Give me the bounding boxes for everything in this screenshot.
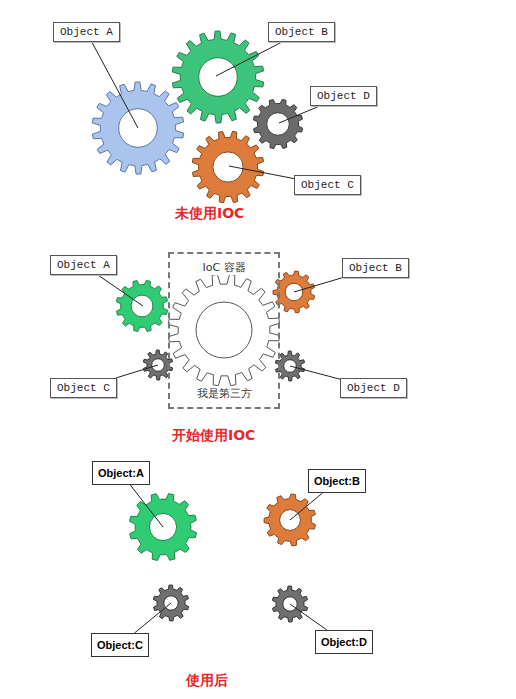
panel-caption: 未使用IOC — [175, 205, 244, 223]
object-name: Object:A — [98, 467, 144, 479]
container-note: 我是第三方 — [195, 386, 254, 401]
object-label: Object B — [342, 258, 409, 278]
object-name: Object C — [301, 179, 354, 191]
object-name: Object:B — [314, 475, 360, 487]
gear-hole — [196, 302, 252, 358]
object-name: Object D — [347, 382, 400, 394]
gear-hole — [213, 152, 243, 182]
leader-line — [279, 106, 320, 123]
object-label: Object:D — [315, 630, 373, 654]
gear — [116, 280, 167, 331]
panel-caption: 使用后 — [186, 672, 228, 690]
object-label: Object B — [268, 22, 335, 42]
object-name: Object B — [275, 26, 328, 38]
leader-line — [130, 485, 163, 527]
object-label: Object C — [294, 175, 361, 195]
container-title: IoC 容器 — [200, 260, 247, 275]
gear — [172, 31, 263, 123]
gear-group — [92, 31, 315, 622]
object-label: Object:A — [92, 461, 150, 485]
object-label: Object D — [340, 378, 407, 398]
object-name: Object A — [57, 259, 110, 271]
object-name: Object C — [57, 382, 110, 394]
object-label: Object D — [310, 86, 377, 106]
object-name: Object D — [317, 90, 370, 102]
leader-line — [216, 42, 282, 76]
leader-line — [98, 275, 143, 306]
gear — [168, 274, 279, 385]
leader-line — [116, 365, 158, 378]
object-name: Object:D — [321, 636, 367, 648]
gear-hole — [131, 295, 153, 317]
object-name: Object A — [60, 26, 113, 38]
gear-hole — [199, 58, 238, 97]
leader-line — [290, 366, 340, 379]
gear — [192, 131, 263, 202]
object-label: Object A — [53, 22, 120, 42]
leader-line — [92, 42, 138, 128]
object-name: Object:C — [97, 639, 143, 651]
object-name: Object B — [349, 262, 402, 274]
panel-caption: 开始使用IOC — [172, 427, 255, 445]
leader-line — [135, 603, 172, 633]
gear-hole — [267, 113, 290, 136]
ioc-container: IoC 容器我是第三方 — [168, 252, 280, 409]
object-label: Object:C — [91, 633, 149, 657]
leader-line — [229, 166, 294, 179]
leader-line — [294, 278, 342, 292]
object-label: Object A — [50, 255, 117, 275]
gear — [264, 494, 316, 546]
gear — [253, 99, 302, 148]
leader-line — [290, 493, 323, 520]
object-label: Object:B — [308, 469, 366, 493]
leader-line — [290, 604, 327, 630]
object-label: Object C — [50, 378, 117, 398]
